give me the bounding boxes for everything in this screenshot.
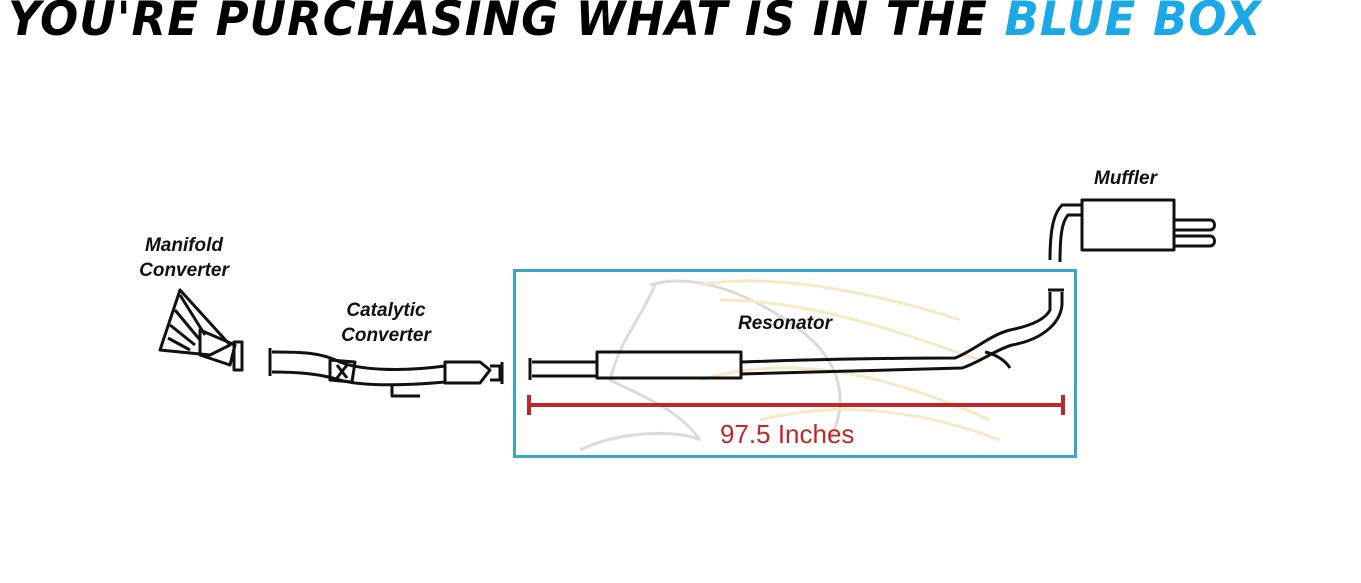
resonator-drawing: [528, 288, 1064, 380]
dimension-label: 97.5 Inches: [720, 419, 855, 449]
manifold-converter-label: Manifold Converter: [126, 233, 242, 283]
catalytic-converter-label: Catalytic Converter: [328, 298, 444, 348]
blue-box-frame: [513, 269, 1077, 458]
catalytic-converter-drawing: [268, 348, 504, 398]
manifold-label-line1: Manifold: [144, 235, 224, 256]
headline: YOU'RE PURCHASING WHAT IS IN THE BLUE BO…: [8, 0, 1262, 42]
muffler-label: Muffler: [1094, 168, 1157, 189]
manifold-converter-drawing: [158, 288, 244, 372]
muffler-drawing: [1048, 198, 1216, 263]
headline-main: YOU'RE PURCHASING WHAT IS IN THE: [8, 0, 1005, 47]
catalytic-label-line2: Converter: [341, 325, 431, 346]
catalytic-label-line1: Catalytic: [346, 300, 426, 321]
manifold-label-line2: Converter: [139, 260, 229, 281]
headline-highlight: BLUE BOX: [1004, 0, 1262, 47]
watermark-logo: [579, 279, 1001, 452]
resonator-label: Resonator: [738, 313, 832, 334]
dimension-line: [527, 395, 1065, 415]
